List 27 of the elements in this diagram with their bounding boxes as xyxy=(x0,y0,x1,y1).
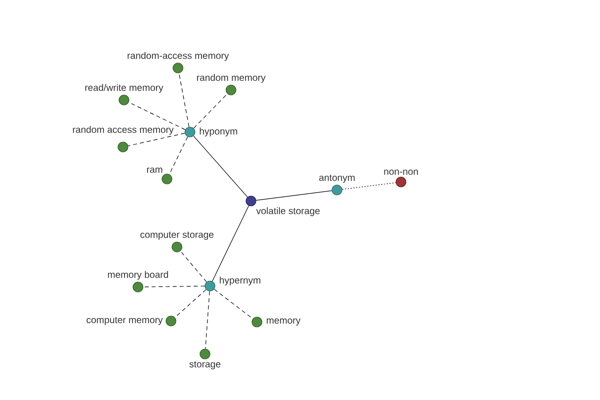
connector xyxy=(178,72,190,128)
connector xyxy=(193,94,228,129)
connector xyxy=(193,136,248,198)
node-label: storage xyxy=(189,361,220,370)
node-label: computer memory xyxy=(86,316,163,326)
connector xyxy=(143,286,205,288)
node-label: hypernym xyxy=(220,276,260,286)
node-label: read/write memory xyxy=(85,84,164,93)
node-label: non-non xyxy=(384,170,418,175)
connector xyxy=(212,205,249,282)
node-label: ram xyxy=(147,168,162,173)
node-label: random-access memory xyxy=(128,52,229,61)
node-label: random access memory xyxy=(72,126,174,135)
node-label: antonym xyxy=(319,174,355,183)
node-label: memory xyxy=(266,318,300,326)
node-label: volatile storage xyxy=(256,207,320,216)
node-label: random memory xyxy=(197,74,266,83)
connector xyxy=(214,288,254,320)
connector xyxy=(256,190,332,201)
connector xyxy=(180,250,207,282)
node-label: memory board xyxy=(108,270,168,280)
connector xyxy=(174,289,206,318)
connector xyxy=(128,132,186,146)
connector xyxy=(342,182,396,190)
connector xyxy=(205,291,210,350)
node-label: computer storage xyxy=(140,232,214,240)
node-label: hyponym xyxy=(200,128,238,136)
